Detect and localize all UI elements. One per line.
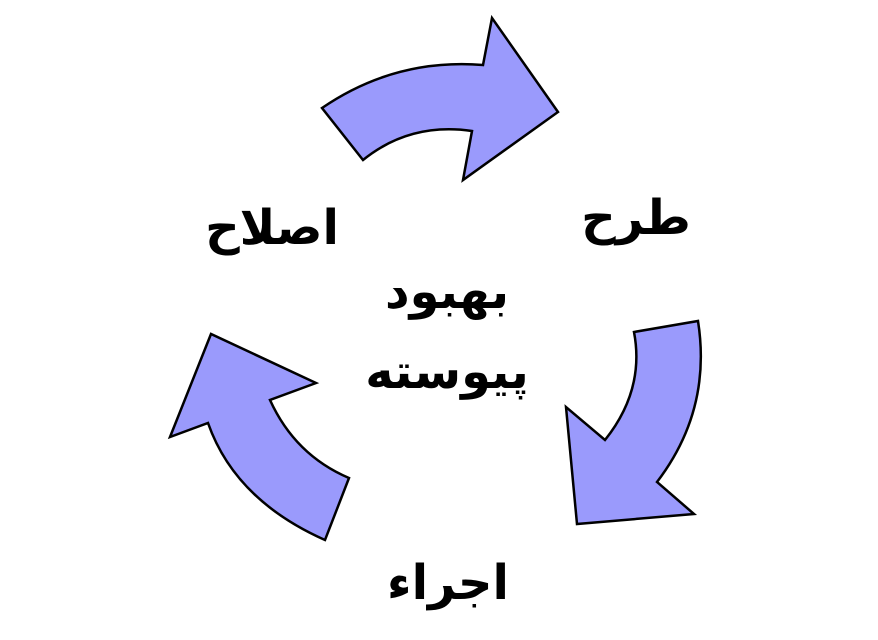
arrow-left [167, 332, 351, 542]
label-design: طرح [581, 190, 691, 246]
arrow-top [320, 14, 560, 183]
label-execution: اجراء [387, 555, 509, 611]
label-correction: اصلاح [205, 200, 339, 256]
arrow-right [564, 319, 703, 526]
label-center-line1: بهبود [384, 264, 510, 320]
label-center-line2: پیوسته [365, 344, 529, 400]
